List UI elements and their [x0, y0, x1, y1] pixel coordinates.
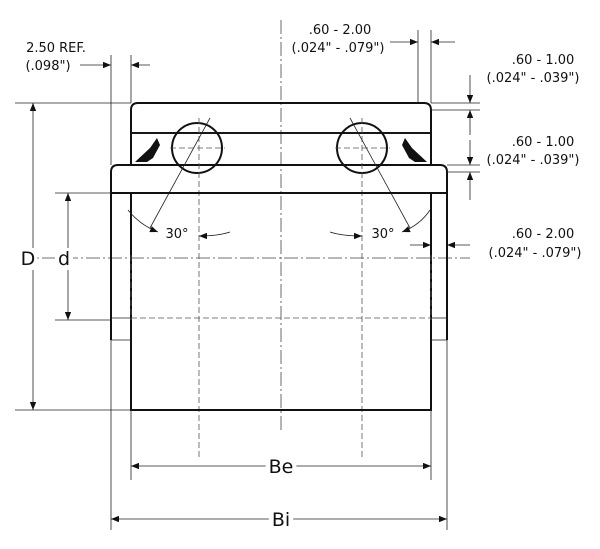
- label-Bi: Bi: [272, 509, 290, 531]
- right-clearance-1: .60 - 1.00: [512, 53, 575, 68]
- label-Be: Be: [269, 456, 294, 478]
- right-seal: [402, 138, 427, 162]
- label-Be-backing: [265, 456, 297, 478]
- contact-angle-right: 30°: [371, 227, 394, 242]
- label-D-backing: [18, 248, 38, 270]
- inner-ring: [110, 164, 448, 194]
- right-clearance-3: .60 - 2.00: [512, 227, 575, 242]
- left-seal: [135, 138, 160, 162]
- right-clearance-2-in: (.024" - .039"): [487, 153, 580, 168]
- right-clearance-2: .60 - 1.00: [512, 135, 575, 150]
- label-d: d: [58, 248, 70, 270]
- ref-label-in: (.098"): [25, 59, 70, 74]
- label-D: D: [21, 248, 36, 270]
- label-Bi-backing: [268, 509, 294, 531]
- top-clearance-label: .60 - 2.00: [309, 23, 372, 38]
- right-clearance-3-in: (.024" - .079"): [489, 246, 582, 261]
- contact-angle-left: 30°: [165, 227, 188, 242]
- top-clearance-label-in: (.024" - .079"): [292, 41, 385, 56]
- ref-label: 2.50 REF.: [26, 41, 86, 56]
- right-clearance-1-in: (.024" - .039"): [487, 71, 580, 86]
- outer-ring: [130, 102, 432, 134]
- label-d-backing: [54, 248, 74, 270]
